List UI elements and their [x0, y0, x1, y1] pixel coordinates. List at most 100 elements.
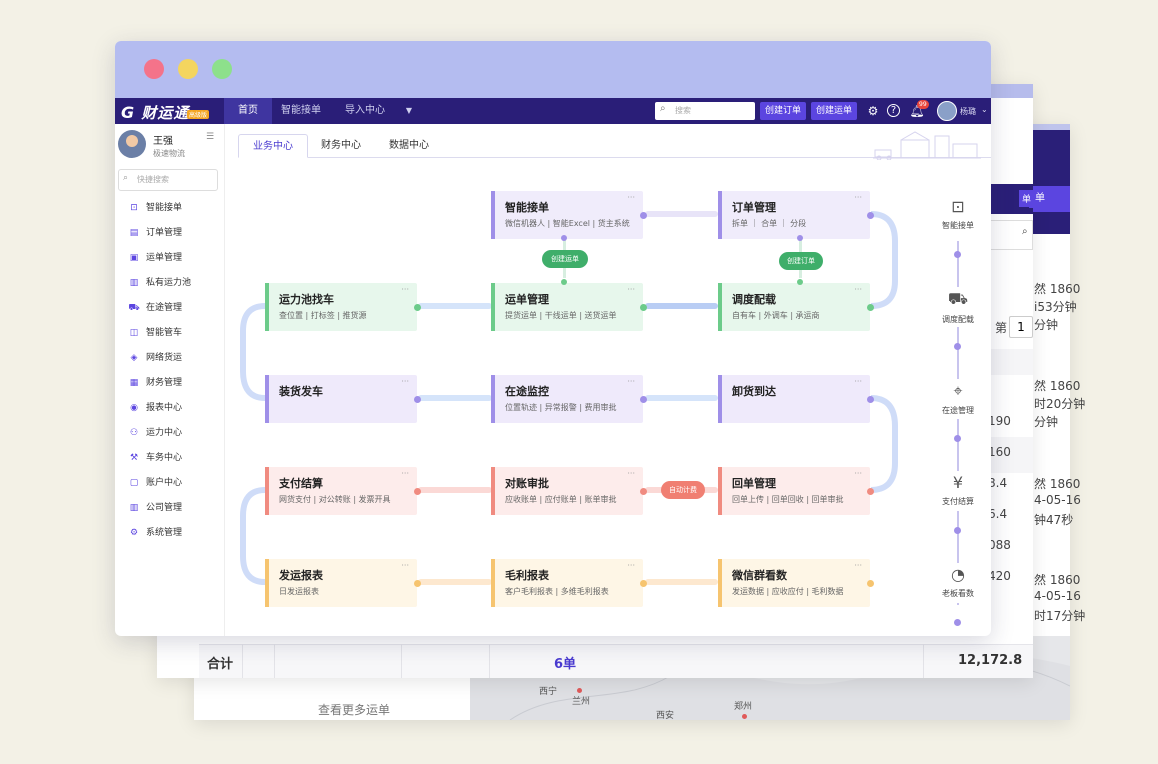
connector-dot	[640, 396, 647, 403]
more-icon[interactable]: ···	[627, 561, 635, 570]
step-dot	[954, 343, 961, 350]
connector-dot	[414, 580, 421, 587]
more-waybills-link[interactable]: 查看更多运单	[318, 703, 391, 717]
more-icon[interactable]: ···	[401, 377, 409, 386]
flow-card[interactable]: 在途监控位置轨迹 | 异常报警 | 费用审批···	[491, 375, 643, 423]
flow-card[interactable]: 智能接单微信机器人 | 智能Excel | 货主系统···	[491, 191, 643, 239]
connector-dot	[867, 580, 874, 587]
sidebar-item[interactable]: ⚇运力中心	[127, 425, 182, 441]
flow-card[interactable]: 卸货到达···	[718, 375, 870, 423]
maximize-window-button[interactable]	[212, 59, 232, 79]
flow-card[interactable]: 装货发车···	[265, 375, 417, 423]
divider	[274, 644, 275, 678]
create-waybill-button[interactable]: 创建运单	[811, 102, 857, 120]
step-node[interactable]: ◔老板看数	[912, 565, 991, 599]
more-icon[interactable]: ···	[854, 561, 862, 570]
settings-icon[interactable]: ⚙	[867, 104, 879, 118]
card-accent	[265, 467, 269, 515]
more-icon[interactable]: ···	[401, 561, 409, 570]
sidebar-item[interactable]: ▥私有运力池	[127, 275, 191, 291]
more-icon[interactable]: ···	[627, 285, 635, 294]
connector	[645, 211, 718, 217]
tab-button[interactable]: 单	[1019, 190, 1035, 207]
tab-finance-center[interactable]: 财务中心	[321, 140, 361, 151]
page-label: 第	[995, 321, 1008, 335]
connector-dot	[797, 235, 803, 241]
sidebar: 王强 极速物流 ☰ 快捷搜索 ⌕ ⊡智能接单▤订单管理▣运单管理▥私有运力池⛟在…	[115, 124, 225, 636]
create-order-button[interactable]: 创建订单	[760, 102, 806, 120]
minimize-window-button[interactable]	[178, 59, 198, 79]
sidebar-search-input[interactable]: 快捷搜索	[118, 169, 218, 191]
nav-home[interactable]: 首页	[224, 98, 272, 124]
step-node[interactable]: ⛟调度配载	[912, 289, 991, 325]
step-bg	[933, 471, 983, 511]
search-box[interactable]	[990, 220, 1033, 250]
more-icon[interactable]: ···	[854, 285, 862, 294]
more-icon[interactable]: ···	[854, 193, 862, 202]
more-icon[interactable]: ···	[854, 469, 862, 478]
help-icon[interactable]: ?	[887, 104, 900, 117]
card-title: 订单管理	[732, 201, 776, 214]
more-icon[interactable]: ···	[401, 469, 409, 478]
sidebar-item[interactable]: ◉报表中心	[127, 400, 182, 416]
card-subtitle: 查位置 | 打标签 | 推货源	[279, 311, 367, 320]
more-icon[interactable]: ···	[627, 193, 635, 202]
auto-billing-pill[interactable]: 自动计费	[661, 481, 705, 499]
sidebar-item[interactable]: ▢账户中心	[127, 475, 182, 491]
tab-business-center[interactable]: 业务中心	[238, 134, 308, 158]
step-node[interactable]: ⌖在途管理	[912, 381, 991, 416]
flow-card[interactable]: 毛利报表客户毛利报表 | 多维毛利报表···	[491, 559, 643, 607]
sidebar-item[interactable]: ▣运单管理	[127, 250, 182, 266]
building-icon: ▥	[129, 503, 139, 513]
dashboard-icon: ◔	[951, 565, 965, 584]
step-node[interactable]: ¥支付结算	[912, 473, 991, 507]
sidebar-item-label: 网络货运	[146, 353, 183, 363]
sidebar-item[interactable]: ⚒车务中心	[127, 450, 182, 466]
user-avatar[interactable]	[937, 101, 957, 121]
create-order-pill[interactable]: 创建订单	[779, 252, 823, 270]
sidebar-item[interactable]: ◈ 网络货运	[127, 350, 182, 366]
user-avatar	[118, 130, 146, 158]
sidebar-item[interactable]: ▥公司管理	[127, 500, 182, 516]
wrench-icon: ⚒	[129, 453, 139, 463]
sidebar-item[interactable]: ◫智能管车	[127, 325, 182, 341]
search-input[interactable]: 搜索	[655, 102, 755, 120]
username[interactable]: 杨璐	[960, 107, 976, 116]
flow-card[interactable]: 调度配载自有车 | 外调车 | 承运商···	[718, 283, 870, 331]
caret-down-icon[interactable]: ▼	[405, 106, 413, 115]
tab-button[interactable]: 单	[1033, 186, 1070, 212]
step-bg	[933, 287, 983, 327]
flow-card[interactable]: 运单管理提货运单 | 干线运单 | 送货运单···	[491, 283, 643, 331]
sidebar-item[interactable]: ▤订单管理	[127, 225, 182, 241]
map-point	[577, 688, 582, 693]
more-icon[interactable]: ···	[627, 469, 635, 478]
page-input[interactable]: 1	[1009, 316, 1033, 338]
more-icon[interactable]: ···	[401, 285, 409, 294]
more-icon[interactable]: ···	[854, 377, 862, 386]
sidebar-item[interactable]: ⛟在途管理	[127, 300, 182, 316]
tab-data-center[interactable]: 数据中心	[389, 140, 429, 151]
truck-icon: ⛟	[128, 303, 140, 313]
chevron-down-icon[interactable]: ⌄	[981, 105, 988, 114]
nav-smart-order[interactable]: 智能接单	[281, 105, 321, 116]
more-icon[interactable]: ···	[627, 377, 635, 386]
flow-card[interactable]: 发运报表日发运报表···	[265, 559, 417, 607]
network-icon: ◈	[130, 353, 138, 363]
step-node[interactable]: ⊡智能接单	[912, 197, 991, 231]
close-window-button[interactable]	[144, 59, 164, 79]
sidebar-item[interactable]: ▦财务管理	[127, 375, 182, 391]
flow-card[interactable]: 微信群看数发运数据 | 应收应付 | 毛利数据···	[718, 559, 870, 607]
sidebar-item[interactable]: ⊡智能接单	[127, 200, 182, 216]
create-waybill-pill[interactable]: 创建运单	[542, 250, 588, 268]
sidebar-item-label: 运单管理	[146, 253, 183, 263]
flow-card[interactable]: 回单管理回单上传 | 回单回收 | 回单审批···	[718, 467, 870, 515]
sidebar-item-label: 账户中心	[146, 478, 183, 488]
row-text: 然 1860	[1034, 573, 1081, 587]
collapse-icon[interactable]: ☰	[206, 132, 215, 142]
flow-card[interactable]: 支付结算网货支付 | 对公转账 | 发票开具···	[265, 467, 417, 515]
nav-import-center[interactable]: 导入中心	[345, 105, 385, 116]
flow-card[interactable]: 对账审批应收账单 | 应付账单 | 账单审批···	[491, 467, 643, 515]
flow-card[interactable]: 运力池找车查位置 | 打标签 | 推货源···	[265, 283, 417, 331]
sidebar-item[interactable]: ⚙系统管理	[127, 525, 182, 541]
flow-card[interactable]: 订单管理拆单 ｜ 合单 ｜ 分段···	[718, 191, 870, 239]
